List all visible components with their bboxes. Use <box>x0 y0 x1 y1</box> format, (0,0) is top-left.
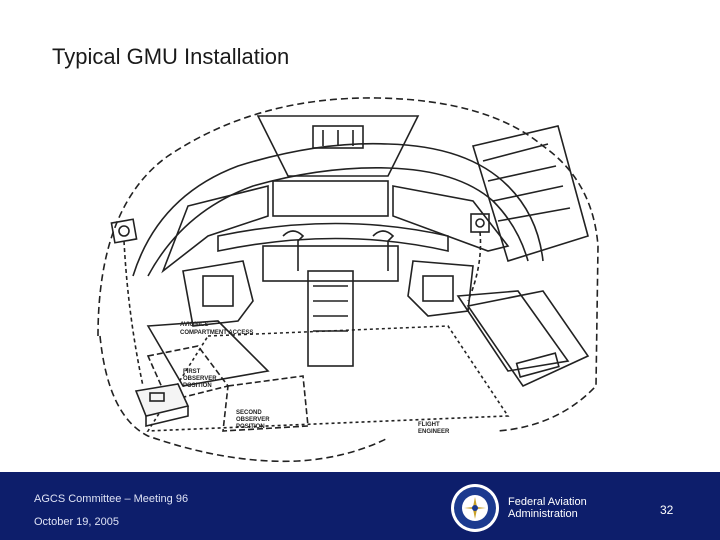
page-number: 32 <box>660 503 674 517</box>
faa-seal-icon <box>451 484 499 532</box>
right-console <box>456 290 570 372</box>
label-flight-engineer-1: FLIGHT <box>418 422 440 428</box>
cockpit-diagram: AVIONICS COMPARTMENT ACCESS FIRST OBSERV… <box>97 97 599 463</box>
gmu-unit <box>134 383 190 428</box>
center-pedestal <box>307 270 354 367</box>
footer-bar: AGCS Committee – Meeting 96 October 19, … <box>0 472 720 540</box>
fuselage-outline <box>97 97 599 432</box>
label-first-observer-1: FIRST <box>183 369 201 375</box>
cable-left <box>123 240 144 387</box>
main-instrument-panel <box>262 245 399 282</box>
canopy-inner <box>132 142 544 277</box>
label-second-observer-3: POSITION <box>236 424 265 430</box>
label-flight-engineer-2: ENGINEER <box>418 429 450 435</box>
engineer-panel <box>471 125 589 263</box>
left-console <box>146 320 270 387</box>
meeting-label: AGCS Committee – Meeting 96 <box>34 493 189 505</box>
overhead-panel <box>256 115 420 177</box>
antenna-unit-right <box>470 213 490 233</box>
label-second-observer-1: SECOND <box>236 410 262 416</box>
date-label: October 19, 2005 <box>34 516 120 528</box>
windshield-center <box>272 180 389 217</box>
label-second-observer-2: OBSERVER <box>236 417 270 423</box>
label-first-observer-3: POSITION <box>183 383 212 389</box>
org-name: Federal Aviation Administration <box>508 496 618 520</box>
antenna-unit-left <box>110 218 138 244</box>
engineer-desk <box>466 290 590 388</box>
cable-right <box>467 231 482 302</box>
second-observer-outline <box>222 375 309 432</box>
diagram-labels: AVIONICS COMPARTMENT ACCESS FIRST OBSERV… <box>180 322 450 435</box>
captain-seat <box>182 260 254 327</box>
fo-yoke <box>372 230 395 271</box>
slide-title: Typical GMU Installation <box>52 44 290 69</box>
label-avionics-1: AVIONICS <box>180 322 209 328</box>
lower-dashed-outline <box>99 335 389 463</box>
captain-yoke <box>282 230 305 271</box>
org-name-line1: Federal Aviation <box>508 496 587 508</box>
glareshield <box>217 222 449 253</box>
label-avionics-2: COMPARTMENT ACCESS <box>180 330 253 336</box>
windshield-right <box>392 185 510 252</box>
label-first-observer-2: OBSERVER <box>183 376 217 382</box>
windshield-left <box>161 184 269 274</box>
org-name-line2: Administration <box>508 508 578 520</box>
fo-seat <box>407 260 474 317</box>
